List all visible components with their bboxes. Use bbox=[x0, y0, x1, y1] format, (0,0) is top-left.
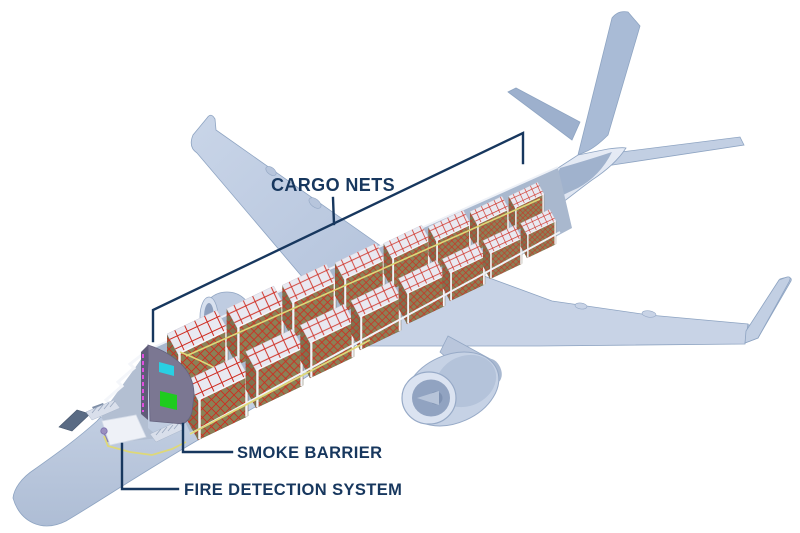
near-winglet bbox=[744, 276, 791, 344]
bay-near-cut-edge bbox=[189, 231, 561, 435]
far-horizontal-stabilizer bbox=[507, 87, 581, 141]
cargo-bay bbox=[103, 166, 572, 456]
cockpit-cutaway bbox=[58, 348, 185, 446]
flap-fairing-icon bbox=[265, 166, 277, 176]
near-engine bbox=[401, 335, 502, 427]
door-sill-hatch bbox=[85, 399, 121, 421]
fire-detection-leader bbox=[120, 442, 180, 491]
cargo-nets-label: CARGO NETS bbox=[271, 175, 395, 195]
windshield-icon bbox=[58, 409, 91, 432]
fire-detection-label: FIRE DETECTION SYSTEM bbox=[184, 481, 402, 499]
flap-fairing-icon bbox=[641, 310, 657, 318]
cargo-nets-connector bbox=[331, 196, 336, 226]
vertical-stabilizer bbox=[577, 11, 641, 156]
smoke-barrier-label: SMOKE BARRIER bbox=[237, 444, 382, 462]
smoke-barrier-leader bbox=[181, 422, 234, 454]
annotation-leaders bbox=[120, 131, 525, 491]
smoke-barrier-panel bbox=[141, 344, 195, 425]
flap-fairing-icon bbox=[308, 197, 322, 209]
engine-spinner-icon bbox=[417, 391, 439, 405]
fire-detector-sensor-icon bbox=[100, 427, 109, 443]
barrier-window-icon bbox=[159, 362, 174, 376]
fire-detection-floor-line bbox=[103, 339, 371, 456]
tailcone-shading bbox=[548, 152, 612, 203]
flap-fairing-icon bbox=[574, 302, 588, 310]
barrier-door-icon bbox=[160, 391, 177, 410]
cockpit-floor-panel bbox=[101, 414, 147, 446]
cargo-nets-bracket bbox=[151, 131, 525, 343]
